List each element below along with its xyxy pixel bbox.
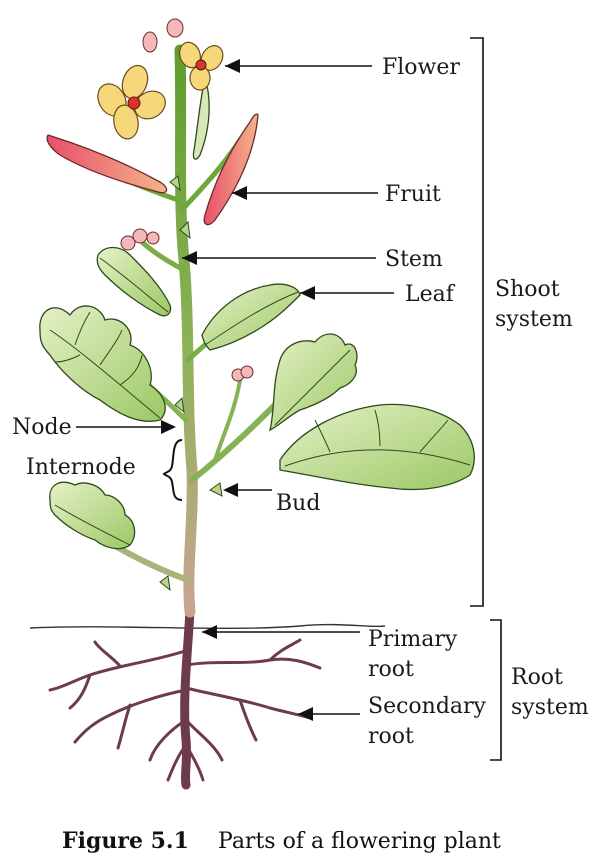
label-stem: Stem [385, 247, 443, 272]
label-root-line2: system [511, 695, 589, 720]
label-flower: Flower [382, 55, 460, 80]
label-root-line1: Root [511, 665, 563, 690]
label-shoot-line2: system [495, 307, 573, 332]
bud-top [142, 18, 184, 53]
label-leaf: Leaf [405, 282, 456, 307]
pod-upper [192, 75, 210, 160]
label-primary-line2: root [368, 657, 414, 682]
labels: Flower Fruit Stem Leaf Shoot system Node… [12, 55, 589, 749]
bud-mid [120, 228, 160, 251]
label-fruit: Fruit [385, 182, 441, 207]
root-system-drawing [29, 605, 386, 790]
internode-brace [162, 439, 183, 501]
label-secondary-line1: Secondary [368, 694, 487, 719]
caption-text: Parts of a flowering plant [218, 829, 501, 854]
bud-lower [231, 365, 254, 382]
shoot-system-drawing [39, 18, 475, 618]
root-system-bracket [490, 619, 502, 761]
nodes [159, 175, 223, 592]
soil-line [29, 623, 386, 630]
flowers [97, 18, 254, 382]
main-stem [174, 44, 198, 618]
fruits [46, 75, 259, 226]
fruit-left [46, 134, 168, 194]
label-node: Node [12, 415, 72, 440]
shoot-system-bracket [470, 37, 484, 607]
caption-figure-number: Figure 5.1 [62, 828, 189, 854]
fruit-right [203, 113, 259, 226]
branch-bud-flower [213, 378, 242, 462]
label-secondary-line2: root [368, 724, 414, 749]
leaves [39, 246, 475, 550]
caption: Figure 5.1 Parts of a flowering plant [62, 828, 501, 854]
flower-right [179, 41, 224, 91]
label-shoot-line1: Shoot [495, 277, 560, 302]
label-internode: Internode [26, 455, 136, 480]
label-bud: Bud [276, 491, 320, 516]
secondary-roots [48, 638, 322, 782]
label-primary-line1: Primary [368, 627, 458, 652]
primary-root [180, 605, 195, 790]
flower-left-big [97, 64, 166, 140]
pointer-lines [76, 59, 394, 721]
